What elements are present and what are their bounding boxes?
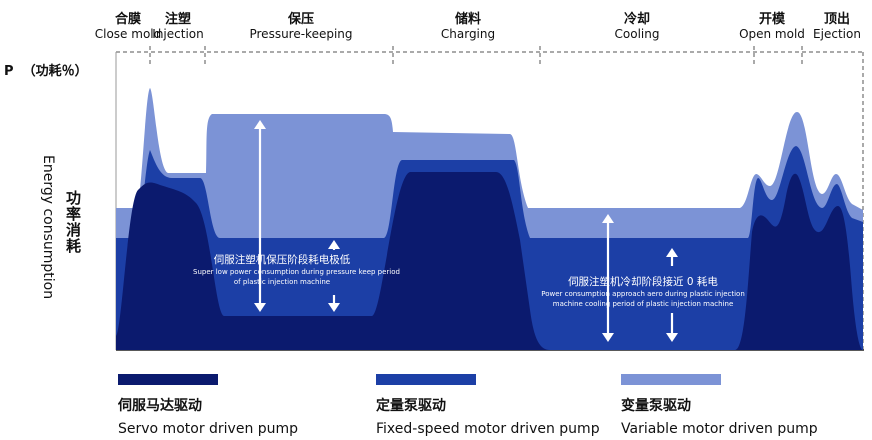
- phase-zh: 冷却: [623, 12, 651, 27]
- annotation-arrows: [254, 120, 678, 342]
- legend-label-zh: 伺服马达驱动: [118, 398, 202, 414]
- arrow-cooling-main-head-up: [602, 214, 614, 223]
- y-unit: （功耗％）: [22, 64, 88, 79]
- legend-label-zh: 定量泵驱动: [376, 398, 446, 414]
- phase-label-close-mold: 合膜 Close mold: [94, 12, 162, 42]
- phase-en: Open mold: [739, 27, 805, 41]
- annotation-pressure-keeping: 伺服注塑机保压阶段耗电极低 Super low power consumptio…: [193, 253, 400, 287]
- legend-swatch-servo: [118, 374, 218, 385]
- arrow-cooling-down-head-down: [666, 333, 678, 342]
- arrow-pressure-up: [328, 240, 340, 250]
- phase-zh: 注塑: [164, 12, 192, 27]
- annotation-cooling: 伺服注塑机冷却阶段接近 0 耗电 Power consumption appro…: [538, 275, 748, 309]
- legend-item-servo: 伺服马达驱动 Servo motor driven pump: [118, 374, 298, 439]
- arrow-cooling-main-head-down: [602, 333, 614, 342]
- phase-zh: 顶出: [823, 12, 851, 27]
- legend-label-en: Variable motor driven pump: [621, 421, 818, 437]
- legend-item-variable: 变量泵驱动 Variable motor driven pump: [621, 374, 818, 439]
- arrow-pressure-main-head-up: [254, 120, 266, 129]
- phase-zh: 储料: [454, 12, 482, 27]
- phase-en: Injection: [152, 27, 204, 41]
- phase-label-charging: 储料 Charging: [440, 12, 496, 42]
- series-servo-area: [116, 172, 863, 350]
- phase-en: Ejection: [813, 27, 861, 41]
- arrow-pressure-down: [328, 295, 340, 312]
- phase-label-cooling: 冷却 Cooling: [614, 12, 660, 42]
- annotation-en-line2: of plastic injection machine: [233, 278, 331, 286]
- phase-en: Cooling: [614, 27, 660, 41]
- y-symbol: P: [4, 64, 14, 79]
- y-axis-symbol: P （功耗％）: [4, 60, 88, 79]
- phase-en: Charging: [440, 27, 496, 41]
- arrow-cooling-main: [602, 214, 614, 342]
- arrow-pressure-main-head-down: [254, 303, 266, 312]
- phase-zh: 合膜: [114, 12, 141, 27]
- legend-swatch-fixed: [376, 374, 476, 385]
- phase-zh: 开模: [758, 12, 786, 27]
- arrow-pressure-up-head-up: [328, 240, 340, 249]
- phase-en: Pressure-keeping: [249, 27, 353, 41]
- annotation-en-line2: machine cooling period of plastic inject…: [552, 300, 734, 308]
- annotation-en-line1: Power consumption approach aero during p…: [541, 290, 745, 298]
- phase-label-pressure-keeping: 保压 Pressure-keeping: [249, 12, 353, 42]
- arrow-cooling-down: [666, 313, 678, 342]
- phase-label-injection: 注塑 Injection: [152, 12, 204, 42]
- annotation-zh: 伺服注塑机冷却阶段接近 0 耗电: [568, 276, 718, 288]
- arrow-pressure-down-head-down: [328, 303, 340, 312]
- legend-item-fixed: 定量泵驱动 Fixed-speed motor driven pump: [376, 374, 600, 439]
- legend-label-zh: 变量泵驱动: [621, 398, 691, 414]
- y-axis-label-zh: 功率消耗: [64, 190, 82, 254]
- arrow-cooling-up-head-up: [666, 248, 678, 257]
- phase-en: Close mold: [94, 27, 162, 41]
- legend-label-en: Servo motor driven pump: [118, 421, 299, 437]
- annotation-zh: 伺服注塑机保压阶段耗电极低: [213, 254, 351, 266]
- arrow-pressure-main: [254, 120, 266, 312]
- phase-label-ejection: 顶出 Ejection: [813, 12, 861, 42]
- legend-label-en: Fixed-speed motor driven pump: [376, 421, 600, 437]
- annotation-en-line1: Super low power consumption during press…: [193, 268, 400, 276]
- legend-swatch-variable: [621, 374, 721, 385]
- phase-label-open-mold: 开模 Open mold: [739, 12, 805, 42]
- phase-zh: 保压: [287, 12, 314, 27]
- arrow-cooling-up: [666, 248, 678, 266]
- y-axis-label-en: Energy consumption: [40, 155, 56, 300]
